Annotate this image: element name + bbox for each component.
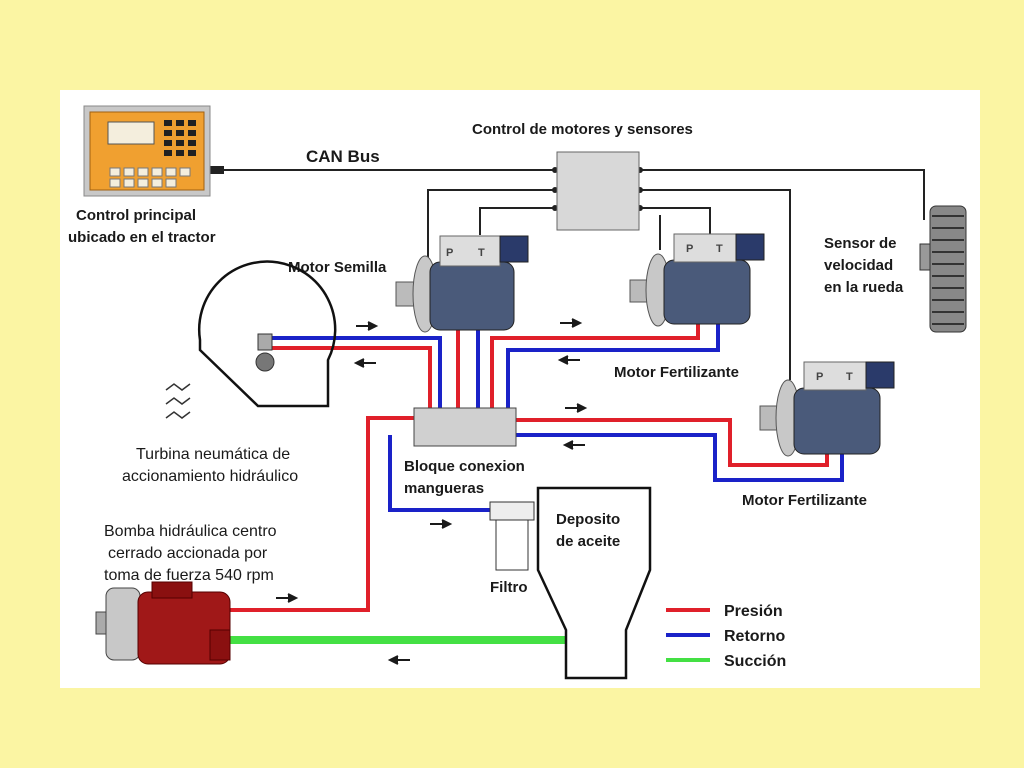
motor-semilla: [395, 235, 529, 333]
label-bloque-1: Bloque conexion: [404, 458, 525, 475]
label-turbina-1: Turbina neumática de: [136, 446, 290, 463]
cable-motor-semilla-valve: [479, 207, 555, 235]
label-deposito-2: de aceite: [556, 533, 620, 550]
label-control-principal-2: ubicado en el tractor: [68, 229, 216, 246]
flow-arrows: [276, 318, 588, 665]
label-sensor-1: Sensor de: [824, 235, 897, 252]
hydraulic-diagram: Control principal ubicado en el tractor …: [68, 105, 967, 680]
label-sensor-3: en la rueda: [824, 279, 904, 296]
label-bomba-3: toma de fuerza 540 rpm: [104, 567, 274, 584]
legend-label-presion: Presión: [724, 603, 783, 620]
port-p-semilla: P: [446, 247, 453, 259]
label-control-principal-1: Control principal: [76, 207, 196, 224]
label-motor-fertilizante-1: Motor Fertilizante: [614, 364, 739, 381]
port-p-fert-2: P: [816, 371, 823, 383]
label-can-bus: CAN Bus: [306, 147, 380, 166]
label-control-motores: Control de motores y sensores: [472, 121, 693, 138]
wheel-sensor: [919, 205, 967, 333]
bloque-conexion: [413, 407, 517, 447]
legend-label-retorno: Retorno: [724, 628, 786, 645]
deposito-aceite: [536, 486, 652, 680]
control-principal: [83, 105, 211, 197]
can-connector: [210, 166, 224, 174]
motor-fertilizante-1: [629, 233, 765, 327]
filtro: [489, 501, 535, 571]
port-p-fert-1: P: [686, 243, 693, 255]
cable-motor-semilla: [427, 189, 555, 265]
label-sensor-2: velocidad: [824, 257, 893, 274]
legend: Presión Retorno Succión: [666, 603, 786, 670]
diagram-panel: Control principal ubicado en el tractor …: [60, 90, 980, 688]
turbina-neumatica: [165, 260, 337, 419]
label-bloque-2: mangueras: [404, 480, 484, 497]
legend-label-succion: Succión: [724, 653, 786, 670]
label-filtro: Filtro: [490, 579, 528, 596]
bomba-hidraulica: [95, 581, 231, 665]
port-t-fert-1: T: [716, 243, 723, 255]
label-deposito-1: Deposito: [556, 511, 620, 528]
label-motor-semilla: Motor Semilla: [288, 259, 387, 276]
label-turbina-2: accionamiento hidráulico: [122, 468, 298, 485]
label-bomba-1: Bomba hidráulica centro: [104, 523, 277, 540]
cable-motor-fert-1-valve: [640, 207, 711, 238]
port-t-semilla: T: [478, 247, 485, 259]
motor-fertilizante-2: [759, 361, 895, 457]
control-motores-box: [556, 151, 640, 231]
return-lines: [265, 260, 844, 512]
label-bomba-2: cerrado accionada por: [108, 545, 268, 562]
sensor-cable: [640, 169, 925, 220]
label-motor-fertilizante-2: Motor Fertilizante: [742, 492, 867, 509]
port-t-fert-2: T: [846, 371, 853, 383]
control-cables: [220, 169, 925, 380]
cable-motor-fert-2: [640, 189, 791, 380]
